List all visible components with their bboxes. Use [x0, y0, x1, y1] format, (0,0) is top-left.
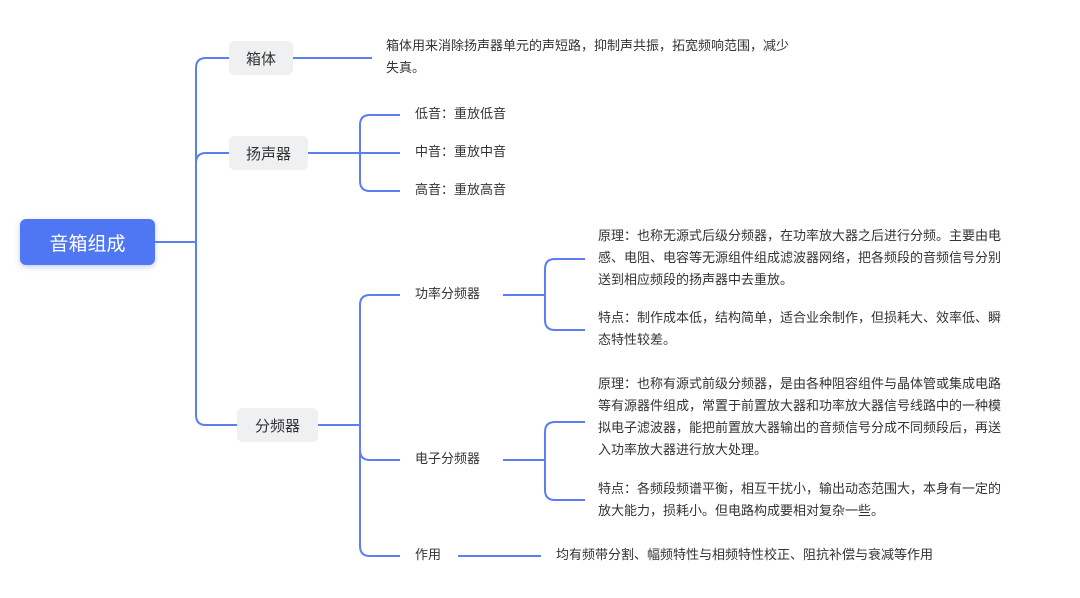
- text-line: 放大能力，损耗小。但电路构成要相对复杂一些。: [598, 504, 885, 519]
- link-active-feature: [544, 460, 585, 501]
- text-line: 送到相应频段的扬声器中去重放。: [598, 273, 794, 288]
- node-active-crossover[interactable]: 电子分频器: [415, 452, 481, 467]
- node-passive-crossover[interactable]: 功率分频器: [415, 287, 481, 302]
- passive-principle: 原理：也称无源式后级分频器，在功率放大器之后进行分频。主要由电 感、电阻、电容等…: [598, 226, 1068, 292]
- cabinet-desc-line: 失真。: [386, 61, 426, 76]
- link-speaker-high: [359, 153, 400, 192]
- speaker-item-mid[interactable]: 中音：重放中音: [415, 145, 507, 160]
- node-crossover[interactable]: 分频器: [237, 408, 318, 442]
- link-crossover-passive: [359, 294, 400, 425]
- node-speaker[interactable]: 扬声器: [229, 136, 308, 170]
- root-node[interactable]: 音箱组成: [20, 219, 155, 265]
- passive-feature: 特点：制作成本低，结构简单，适合业余制作，但损耗大、效率低、瞬 态特性较差。: [598, 308, 1068, 352]
- text-line: 入功率放大器进行放大处理。: [598, 443, 768, 458]
- link-to-speaker: [195, 152, 229, 164]
- root-label: 音箱组成: [49, 232, 126, 255]
- speaker-item-high[interactable]: 高音：重放高音: [415, 183, 507, 198]
- link-speaker-low: [359, 114, 400, 153]
- node-function[interactable]: 作用: [415, 548, 442, 563]
- link-crossover-function: [359, 450, 400, 557]
- text-line: 拟电子滤波器，能把前置放大器输出的音频信号分成不同频段后，再送: [598, 421, 1002, 436]
- cabinet-description: 箱体用来消除扬声器单元的声短路，抑制声共振，拓宽频响范围，减少 失真。: [386, 36, 866, 80]
- text-line: 原理：也称有源式前级分频器，是由各种阻容组件与晶体管或集成电路: [598, 377, 1002, 392]
- text-line: 等有源器件组成，常置于前置放大器和功率放大器信号线路中的一种模: [598, 399, 1002, 414]
- text-line: 原理：也称无源式后级分频器，在功率放大器之后进行分频。主要由电: [598, 229, 1002, 244]
- text-line: 特点：各频段频谱平衡，相互干扰小，输出动态范围大，本身有一定的: [598, 482, 1002, 497]
- active-feature: 特点：各频段频谱平衡，相互干扰小，输出动态范围大，本身有一定的 放大能力，损耗小…: [598, 479, 1068, 523]
- link-to-cabinet: [195, 57, 229, 242]
- link-passive-feature: [544, 295, 585, 331]
- function-description: 均有频带分割、幅频特性与相频特性校正、阻抗补偿与衰减等作用: [556, 548, 934, 563]
- node-cabinet[interactable]: 箱体: [229, 41, 293, 75]
- link-active-principle: [544, 421, 585, 460]
- cabinet-desc-line: 箱体用来消除扬声器单元的声短路，抑制声共振，拓宽频响范围，减少: [386, 39, 790, 54]
- text-line: 特点：制作成本低，结构简单，适合业余制作，但损耗大、效率低、瞬: [598, 311, 1002, 326]
- node-speaker-label: 扬声器: [245, 144, 291, 163]
- link-passive-principle: [544, 258, 585, 295]
- node-crossover-label: 分频器: [254, 416, 300, 435]
- node-cabinet-label: 箱体: [245, 49, 276, 68]
- text-line: 态特性较差。: [598, 333, 677, 348]
- text-line: 感、电阻、电容等无源组件组成滤波器网络，把各频段的音频信号分别: [598, 251, 1002, 266]
- link-crossover-active: [359, 425, 400, 461]
- active-principle: 原理：也称有源式前级分频器，是由各种阻容组件与晶体管或集成电路 等有源器件组成，…: [598, 374, 1068, 462]
- link-to-crossover: [195, 242, 237, 426]
- speaker-item-low[interactable]: 低音：重放低音: [415, 107, 507, 122]
